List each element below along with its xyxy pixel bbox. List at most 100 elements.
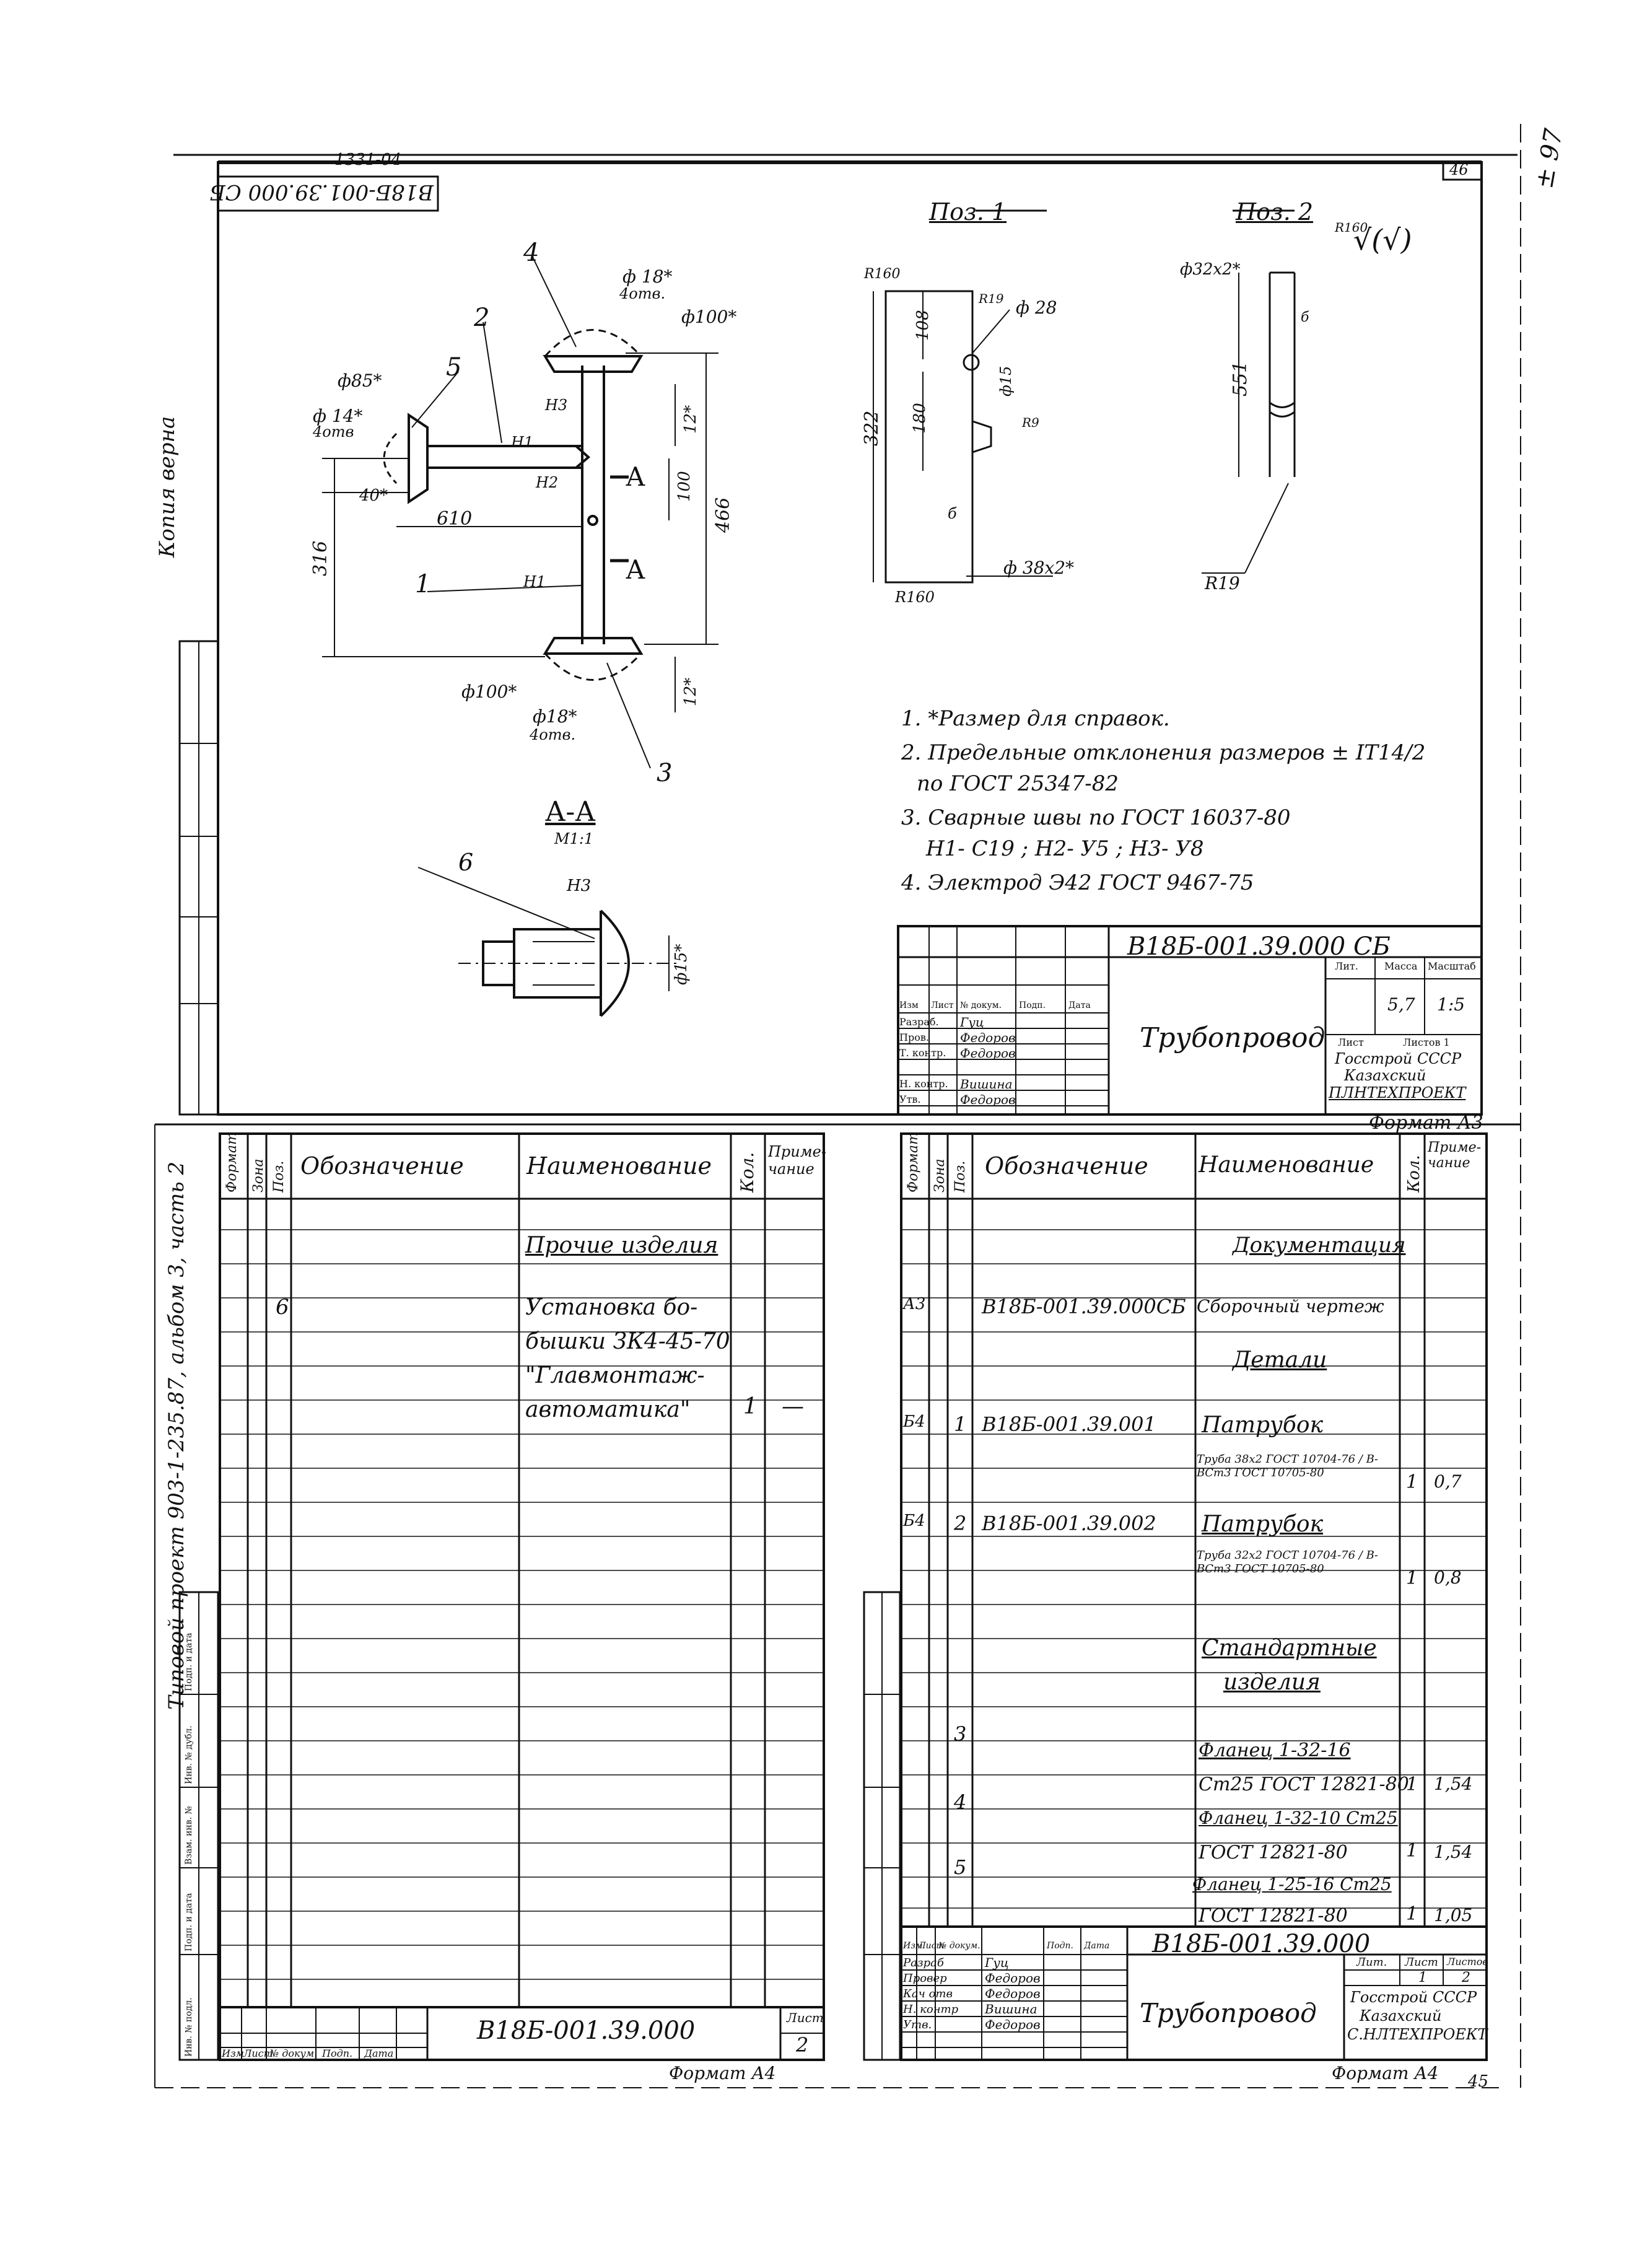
stamp-role-3: Т. контр. [899,1047,946,1059]
right-stamp-hdr-date: Дата [1084,1941,1110,1951]
right-stamp-role-3: Кач отв [903,1987,953,2000]
dim-610: 610 [437,508,473,530]
note-2-cont: по ГОСТ 25347-82 [917,771,1119,796]
right-row-4-name: Патрубок [1202,1412,1324,1438]
dim-d85: ф85* [338,370,382,391]
left-row-5-qty: 1 [743,1394,758,1419]
project-note: Типовой проект 903-1-235.87, альбом 3, ч… [164,1161,189,1710]
right-hdr-name: Наименование [1199,1152,1374,1178]
dim-316: 316 [310,540,331,576]
stamp-org-1: Госстрой СССР [1335,1050,1462,1067]
margin-label-replace: Взам. инв. № [184,1806,194,1865]
stamp-role-1: Разраб. [899,1016,939,1028]
right-stamp-sheets-label: Листов [1447,1956,1488,1968]
stamp-hdr-list: Лист [931,1000,954,1010]
dim-466: 466 [712,497,734,533]
pos1-title: Поз. 1 [929,198,1007,225]
right-row-13-note: 1,54 [1434,1842,1473,1862]
dim-12-top: 12* [681,405,700,434]
right-row-11-note: 1,54 [1434,1774,1473,1794]
section-mark-bottom: А [626,554,645,585]
weld-n1-top: Н1 [511,434,534,451]
right-row-10-name: Фланец 1-32-16 [1199,1740,1351,1761]
note-3: 3. Сварные швы по ГОСТ 16037-80 [901,805,1291,830]
right-hdr-zone: Зона [932,1158,948,1193]
pos2-551: 551 [1229,361,1251,396]
right-stamp-role-1: Разраб [903,1956,944,1969]
left-stamp-sheet-num: 2 [796,2033,809,2057]
right-row-6-des: В18Б-001.39.002 [982,1512,1156,1535]
pos2-roughness: R160 [1335,220,1368,235]
right-stamp-person-5: Федоров [985,2017,1041,2032]
right-hdr-qty: Кол. [1405,1155,1423,1193]
note-3-cont: Н1- С19 ; Н2- У5 ; Н3- У8 [926,836,1204,861]
pos1-d15: ф15 [997,366,1015,396]
right-stamp-hdr-doc: № докум. [938,1941,980,1951]
right-stamp-role-4: Н. контр [903,2003,959,2016]
right-row-12-pos: 4 [954,1790,967,1814]
right-row-14-name: Фланец 1-25-16 Ст25 [1192,1874,1392,1894]
right-row-11-qty: 1 [1406,1774,1418,1795]
right-row-13-name: ГОСТ 12821-80 [1199,1842,1348,1863]
stamp-role-6: Утв. [899,1093,921,1105]
stamp-org-2: Казахский [1344,1067,1426,1084]
pos1-180: 180 [911,403,929,434]
bottom-number: 45 [1468,2072,1489,2091]
right-row-5-note: 0,7 [1434,1471,1462,1492]
stamp-role-2: Пров. [899,1031,929,1043]
stamp-person-2: Федоров [960,1030,1016,1045]
left-hdr-designation: Обозначение [300,1152,464,1180]
left-stamp-hdr-list: Лист [243,2047,273,2059]
right-row-5-qty: 1 [1406,1471,1418,1493]
right-row-10-pos: 3 [954,1722,967,1746]
left-stamp-hdr-izm: Изм [222,2047,244,2059]
left-row-5-name: автоматика" [525,1397,691,1422]
section-title: А-А [545,796,596,828]
dim-40: 40* [359,486,388,505]
right-row-7-name: Труба 32х2 ГОСТ 10704-76 / В-ВСт3 ГОСТ 1… [1197,1549,1378,1575]
right-row-9-name: изделия [1223,1670,1321,1695]
left-format: Формат А4 [669,2063,776,2083]
pos1-r9: R9 [1022,415,1039,430]
section-scale: М1:1 [554,830,594,847]
right-stamp-person-4: Вишина [985,2002,1037,2016]
right-stamp-sheet-value: 1 [1418,1970,1427,1986]
right-stamp-person-2: Федоров [985,1971,1041,1986]
left-hdr-zone: Зона [251,1158,266,1193]
pos1-mark6: б [948,505,957,522]
stamp-hdr-izm: Изм [899,1000,919,1010]
dim-d100-bottom: ф100* [461,681,517,702]
right-row-15-note: 1,05 [1434,1905,1473,1925]
pos-label-2: 2 [474,304,490,332]
stamp-person-3: Федоров [960,1046,1016,1061]
right-stamp-designation: В18Б-001.39.000 [1152,1930,1371,1958]
rotated-designation: В18Б-001.39.000 СБ [209,180,434,204]
right-row-2-des: В18Б-001.39.000СБ [982,1295,1186,1318]
stamp-hdr-date: Дата [1068,1000,1091,1010]
left-stamp-hdr-sign: Подп. [322,2047,353,2059]
stamp-scale-label: Масштаб [1428,960,1476,972]
stamp-scale-value: 1:5 [1437,994,1465,1015]
dim-d100-top: ф100* [681,307,737,327]
right-hdr-note: Приме- чание [1428,1140,1482,1171]
left-stamp-sheet-label: Лист [787,2010,824,2025]
weld-n1-bottom: Н1 [523,573,546,590]
pos-label-4: 4 [523,239,539,267]
left-stamp-hdr-date: Дата [364,2047,394,2059]
stamp-mass-label: Масса [1384,960,1418,972]
dim-d18-bottom: ф18* [533,706,577,727]
pos-label-1: 1 [415,570,431,598]
right-row-5-name: Труба 38х2 ГОСТ 10704-76 / В-ВСт3 ГОСТ 1… [1197,1453,1378,1479]
pos1-r160-bottom: R160 [895,589,935,606]
right-row-2-fmt: А3 [903,1295,926,1313]
right-hdr-pos: Поз. [953,1160,968,1193]
right-stamp-sheets-value: 2 [1462,1970,1470,1986]
copy-verified-note: Копия верна [155,416,180,558]
right-row-4-pos: 1 [954,1412,967,1436]
stamp-person-1: Гуц [960,1015,984,1030]
left-hdr-note: Приме- чание [768,1143,826,1178]
right-row-7-qty: 1 [1406,1567,1418,1589]
weld-n3-top: Н3 [545,396,568,414]
right-row-1-name: Документация [1233,1233,1406,1258]
right-stamp-org-3: С.НЛТЕХПРОЕКТ [1347,2026,1488,2043]
